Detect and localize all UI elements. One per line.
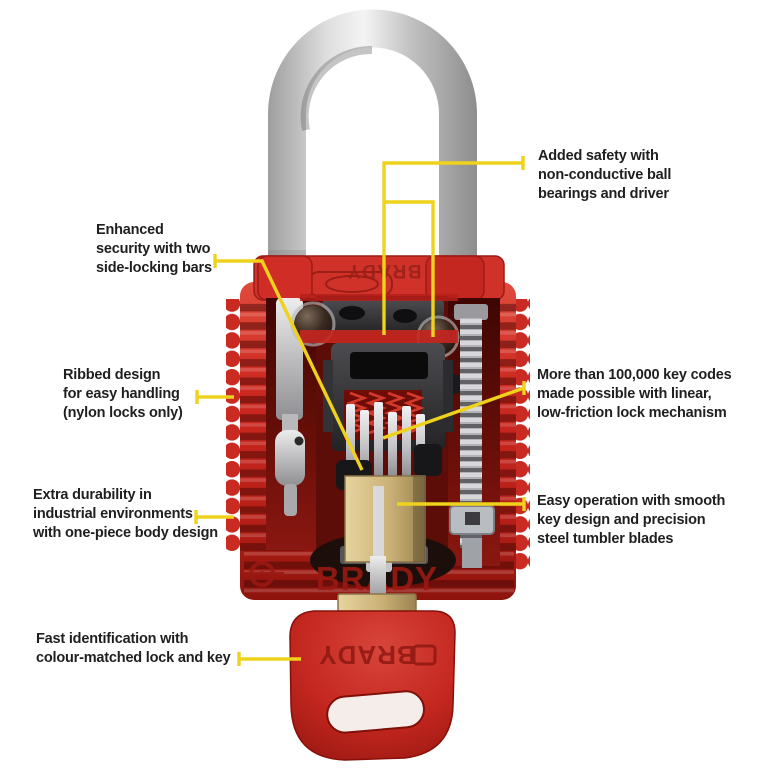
label-line: steel tumbler blades xyxy=(537,531,674,547)
key-collar xyxy=(337,593,417,613)
key-branding: BRADY xyxy=(318,640,437,670)
callout-line-easy-operation xyxy=(397,497,526,511)
callout-lines xyxy=(194,156,526,666)
label-line: Extra durability in xyxy=(33,487,152,503)
label-line: industrial environments xyxy=(33,506,193,522)
key-logo-icon xyxy=(412,644,437,666)
brand-emboss-key: BRADY xyxy=(318,640,415,670)
label-line: Ribbed design xyxy=(63,367,161,383)
label-line: (nylon locks only) xyxy=(63,405,183,421)
callout-label-easy-operation: Easy operation with smooth key design an… xyxy=(537,492,725,549)
label-line: Fast identification with xyxy=(36,631,189,647)
callout-line-added-safety xyxy=(382,156,525,337)
body-scallop-edge-right xyxy=(514,299,530,571)
top-plate-emboss-oval xyxy=(325,275,379,293)
callout-label-ribbed-design: Ribbed design for easy handling (nylon l… xyxy=(63,366,183,423)
callout-line-ribbed-design xyxy=(195,390,234,404)
label-line: Added safety with xyxy=(538,148,659,164)
shackle-inner-shadow xyxy=(300,45,373,131)
label-line: for easy handling xyxy=(63,386,180,402)
label-line: non-conductive ball xyxy=(538,167,672,183)
label-line: bearings and driver xyxy=(538,186,669,202)
label-line: colour-matched lock and key xyxy=(36,650,231,666)
left-locking-bar xyxy=(275,298,305,516)
label-line: side-locking bars xyxy=(96,260,212,276)
shackle-boot-left xyxy=(257,255,313,301)
label-line: key design and precision xyxy=(537,512,706,528)
callout-line-key-codes xyxy=(382,381,526,440)
key-grip-slot xyxy=(326,690,425,734)
callout-line-one-piece-body xyxy=(194,510,234,524)
callout-line-fast-identification xyxy=(237,652,301,666)
label-line: with one-piece body design xyxy=(33,525,218,541)
callout-label-side-locking-bars: Enhanced security with two side-locking … xyxy=(96,221,212,278)
callout-label-added-safety: Added safety with non-conductive ball be… xyxy=(538,147,671,204)
label-line: More than 100,000 key codes xyxy=(537,367,732,383)
brass-key-plug xyxy=(344,475,426,563)
body-scallop-edge-left xyxy=(226,299,242,553)
brand-logo-circle xyxy=(249,561,275,587)
key-blade xyxy=(370,556,386,604)
brand-logo-dot xyxy=(259,571,265,577)
side-locking-bar-right xyxy=(414,444,442,476)
callout-line-side-locking-bars xyxy=(213,254,364,471)
cutaway-red-slat-top xyxy=(300,294,458,301)
callout-label-key-codes: More than 100,000 key codes made possibl… xyxy=(537,366,732,423)
callout-label-one-piece-body: Extra durability in industrial environme… xyxy=(33,486,218,543)
shackle-highlight xyxy=(287,0,457,43)
label-line: low-friction lock mechanism xyxy=(537,405,727,421)
key-head xyxy=(289,610,456,761)
label-line: Easy operation with smooth xyxy=(537,493,726,509)
padlock-body: BRADY xyxy=(226,255,530,600)
cutaway-red-slat xyxy=(300,330,458,343)
label-line: security with two xyxy=(96,241,211,257)
right-locking-bar xyxy=(438,304,495,568)
callout-label-fast-identification: Fast identification with colour-matched … xyxy=(36,630,231,668)
key: BRADY xyxy=(289,556,456,761)
label-line: made possible with linear, xyxy=(537,386,712,402)
label-line: Enhanced xyxy=(96,222,164,238)
cutaway-mechanism xyxy=(266,294,500,587)
